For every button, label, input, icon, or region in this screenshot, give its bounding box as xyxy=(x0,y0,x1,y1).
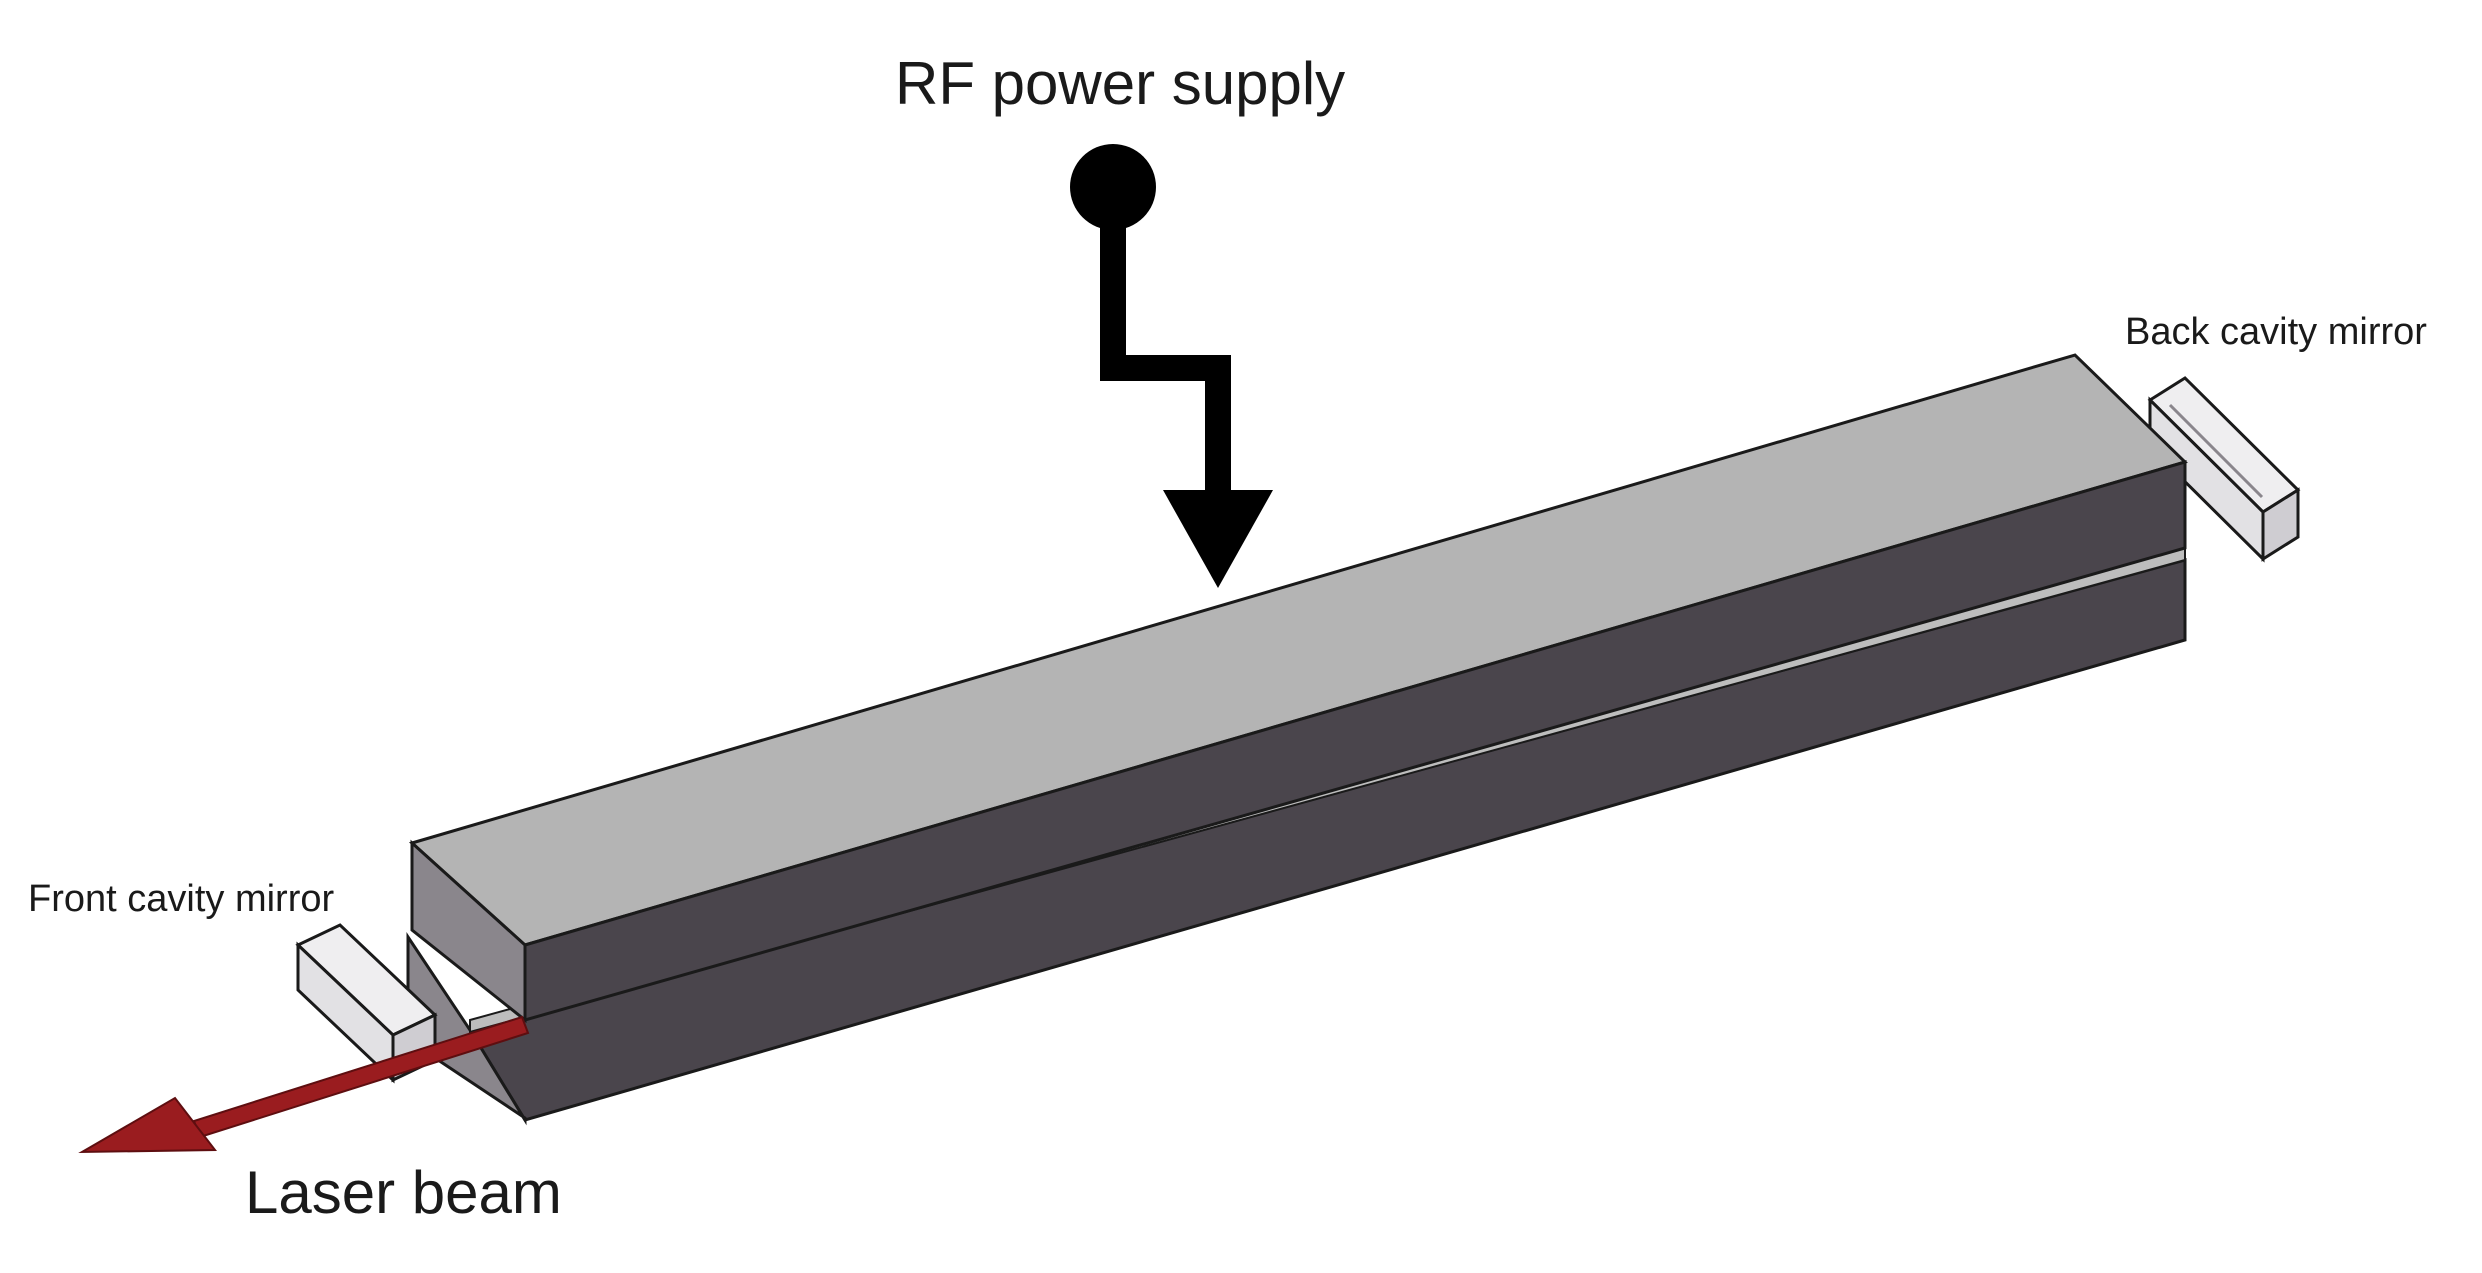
back-cavity-mirror xyxy=(2147,376,2301,563)
upper-electrode xyxy=(409,353,2188,1024)
arrow-left-icon xyxy=(78,1096,218,1154)
rf-source-terminal-icon xyxy=(1070,144,1156,230)
rf-power-supply-label: RF power supply xyxy=(895,50,1346,117)
rf-power-symbol xyxy=(1070,144,1273,588)
laser-beam-label: Laser beam xyxy=(245,1159,562,1226)
laser-beam xyxy=(78,1015,530,1154)
rf-feed-line xyxy=(1100,225,1231,500)
upper-electrode-end xyxy=(410,839,527,1024)
front-mirror-inner-face xyxy=(296,941,395,1084)
arrow-down-icon xyxy=(1163,490,1273,588)
back-mirror-groove xyxy=(2168,403,2264,499)
back-cavity-mirror-label: Back cavity mirror xyxy=(2125,311,2427,353)
front-cavity-mirror-label: Front cavity mirror xyxy=(28,878,335,920)
